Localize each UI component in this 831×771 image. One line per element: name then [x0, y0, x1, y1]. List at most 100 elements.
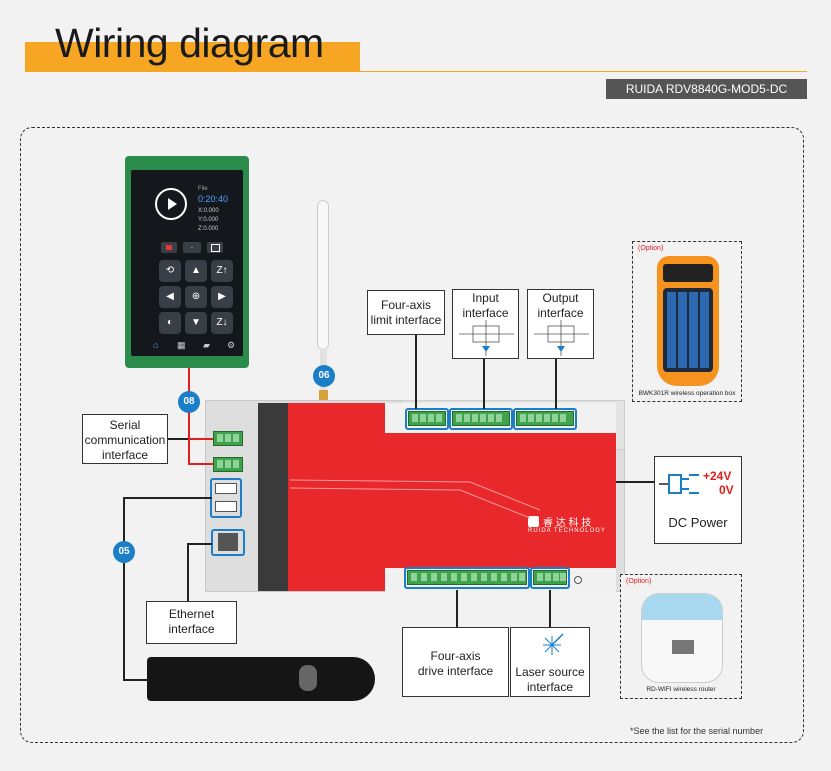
- input-interface-label: Input interface: [462, 291, 509, 320]
- input-connector-line: [483, 358, 485, 409]
- input-circuit-icon: [459, 320, 514, 356]
- speed-icon: ◐: [159, 312, 181, 334]
- usb-port-icon: [215, 501, 237, 512]
- laser-connector-line: [549, 590, 551, 628]
- stop-icon: [161, 242, 177, 253]
- drive-interface-label: Four-axis drive interface: [402, 627, 509, 697]
- antenna-connector: [319, 390, 328, 402]
- usb-connector-h: [123, 497, 212, 499]
- router-caption: RD-WIFI wireless router: [646, 686, 716, 693]
- dc-power-box: +24V 0V DC Power: [654, 456, 742, 544]
- arrow-right-icon: ▶: [211, 286, 233, 308]
- z-up-icon: Z↑: [211, 260, 233, 282]
- home-rotate-icon: ⟲: [159, 260, 181, 282]
- z-down-icon: Z↓: [211, 312, 233, 334]
- controller-brand-cn: 睿 达 科 技: [543, 518, 592, 529]
- remote-option-box: (Option) BWK301R wireless operation box: [632, 241, 742, 402]
- output-terminal-highlight: [513, 408, 577, 430]
- usb-connector-to-dongle: [123, 679, 147, 681]
- model-badge: RUIDA RDV8840G-MOD5-DC: [606, 79, 807, 99]
- input-terminal: [452, 411, 510, 426]
- ethernet-port-highlight: [211, 529, 245, 556]
- output-circuit-icon: [534, 320, 589, 356]
- arrow-down-icon: ▼: [185, 312, 207, 334]
- ethernet-connector-v: [187, 543, 189, 601]
- ethernet-connector-h: [187, 543, 212, 545]
- play-icon: [168, 198, 177, 210]
- limit-interface-label: Four-axis limit interface: [367, 290, 445, 335]
- drive-terminal-highlight: [404, 567, 530, 589]
- controller-red-panel: [258, 403, 616, 591]
- laser-spark-icon: [543, 633, 564, 655]
- arrow-up-icon: ▲: [185, 260, 207, 282]
- input-interface-box: Input interface: [452, 289, 519, 359]
- router-option-box: (Option) RD-WIFI wireless router: [620, 574, 742, 699]
- hmi-play-ring: [155, 188, 187, 220]
- output-interface-box: Output interface: [527, 289, 594, 359]
- serial-terminal-upper: [213, 431, 243, 446]
- limit-terminal: [408, 411, 446, 426]
- laser-interface-label: Laser source interface: [515, 665, 585, 694]
- badge-06: 06: [313, 365, 335, 387]
- hmi-home-nav-icon: ⌂: [153, 340, 159, 350]
- hmi-touchscreen: File 0:20:40 X:0.000 Y:0.000 Z:0.000 · ⟲…: [125, 156, 249, 368]
- limit-terminal-highlight: [405, 408, 449, 430]
- badge-08: 08: [178, 391, 200, 413]
- hmi-red-line-h-upper: [188, 438, 213, 440]
- wifi-router-icon: [641, 593, 723, 683]
- dongle-logo-icon: [299, 665, 317, 691]
- frame-icon: [207, 242, 223, 253]
- usb-wifi-dongle: [147, 657, 375, 701]
- ethernet-port-icon: [218, 533, 238, 551]
- serial-terminal-lower: [213, 457, 243, 472]
- wireless-remote-icon: [657, 256, 719, 386]
- origin-icon: ⊕: [185, 286, 207, 308]
- hmi-x: X:0.000: [198, 208, 219, 214]
- power-title: DC Power: [668, 515, 728, 530]
- input-terminal-highlight: [449, 408, 513, 430]
- hmi-settings-nav-icon: ⚙: [227, 340, 236, 350]
- hmi-red-line-v: [188, 368, 190, 464]
- hmi-folder-nav-icon: ▰: [203, 340, 210, 350]
- brand-logo-icon: [528, 516, 539, 527]
- footnote: *See the list for the serial number: [630, 726, 764, 736]
- drive-connector-line: [456, 590, 458, 628]
- antenna-icon: [317, 200, 329, 350]
- controller-decor-lines: [290, 479, 541, 519]
- usb-connector-v: [123, 497, 125, 681]
- hmi-time: 0:20:40: [198, 194, 229, 204]
- remote-option-tag: (Option): [638, 245, 664, 252]
- output-interface-label: Output interface: [537, 291, 584, 320]
- router-option-tag: (Option): [626, 578, 652, 585]
- controller-left-dark-strip: [258, 403, 288, 591]
- laser-interface-box: Laser source interface: [510, 627, 590, 697]
- arrow-left-icon: ◀: [159, 286, 181, 308]
- laser-terminal: [533, 570, 567, 585]
- power-plus-label: +24V: [703, 469, 732, 483]
- hmi-display: File 0:20:40 X:0.000 Y:0.000 Z:0.000 · ⟲…: [131, 170, 243, 356]
- limit-connector-line: [415, 335, 417, 409]
- hmi-y: Y:0.000: [198, 217, 219, 223]
- title-rule: [25, 71, 807, 72]
- page-title: Wiring diagram: [55, 20, 324, 66]
- remote-caption: BWK301R wireless operation box: [638, 390, 736, 397]
- power-zero-label: 0V: [719, 483, 734, 497]
- output-terminal: [516, 411, 574, 426]
- hmi-file-label: File: [198, 186, 208, 192]
- title-underline-bar: [25, 42, 360, 72]
- laser-dot-icon: ·: [183, 242, 201, 253]
- badge-05: 05: [113, 541, 135, 563]
- power-plug-icon: [659, 474, 699, 494]
- usb-port-icon: [215, 483, 237, 494]
- drive-terminal: [407, 570, 527, 585]
- power-connector-line: [616, 481, 655, 483]
- hmi-z: Z:0.000: [198, 226, 219, 232]
- output-connector-line: [555, 358, 557, 409]
- diagram-frame: [20, 127, 804, 743]
- mount-hole-icon: [574, 576, 582, 584]
- controller-brand-en: RUIDA TECHNOLOGY: [528, 528, 606, 534]
- serial-interface-label: Serial communication interface: [82, 414, 168, 464]
- hmi-red-line-h-lower: [188, 463, 213, 465]
- laser-terminal-highlight: [530, 567, 570, 589]
- ethernet-interface-label: Ethernet interface: [146, 601, 237, 644]
